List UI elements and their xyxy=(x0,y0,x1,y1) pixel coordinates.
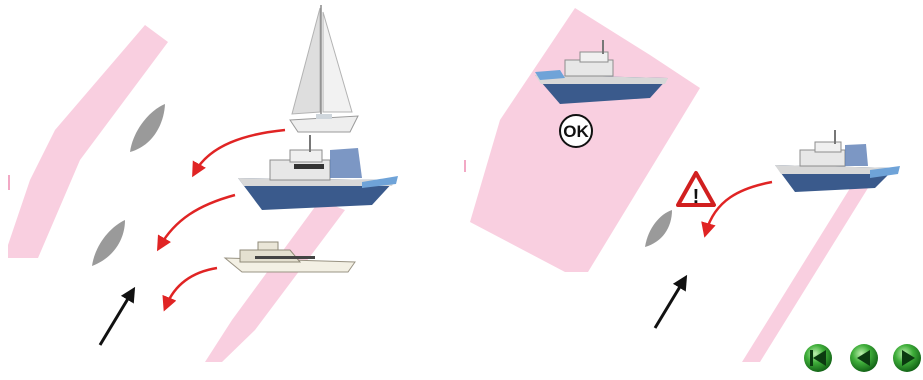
previous-button[interactable] xyxy=(850,344,878,372)
grey-vessel-icon xyxy=(645,210,672,247)
ok-label: OK xyxy=(563,122,589,141)
course-arrow-3 xyxy=(166,268,217,306)
grey-vessel-icon xyxy=(130,104,165,152)
trawler-icon xyxy=(238,135,398,210)
first-button[interactable] xyxy=(804,344,832,372)
heading-arrow xyxy=(100,292,132,345)
grey-vessel-icon xyxy=(92,220,125,266)
navigation-bar xyxy=(804,344,921,372)
sailboat-icon xyxy=(290,5,358,132)
course-arrow-right xyxy=(706,182,772,232)
left-panel xyxy=(8,5,398,362)
ok-badge: OK xyxy=(560,115,592,147)
warning-label: ! xyxy=(693,186,700,208)
left-channel-boundary-right xyxy=(205,200,345,362)
heading-arrow xyxy=(655,280,684,328)
right-panel: OK ! xyxy=(465,8,900,362)
trawler-icon xyxy=(775,130,900,192)
next-button[interactable] xyxy=(893,344,921,372)
course-arrow-2 xyxy=(160,195,235,246)
right-channel-boundary-right xyxy=(742,185,868,362)
warning-icon: ! xyxy=(678,173,714,208)
